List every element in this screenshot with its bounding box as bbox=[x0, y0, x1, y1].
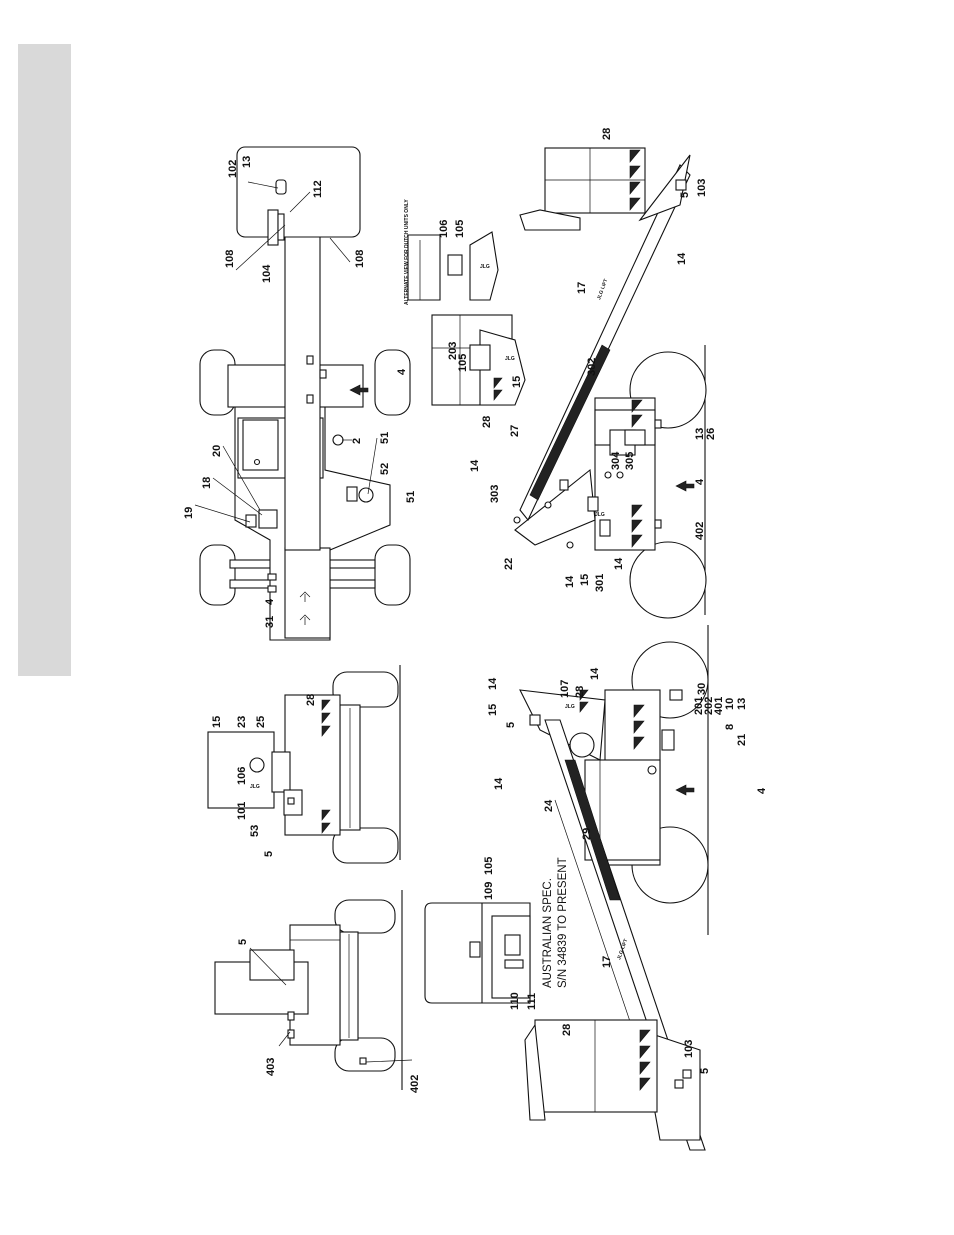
top-callout-19: 19 bbox=[183, 507, 195, 519]
side-right-callout-15: 15 bbox=[579, 574, 591, 586]
front-view bbox=[214, 890, 403, 1090]
aus-callout-110: 110 bbox=[509, 992, 521, 1010]
side-right-callout-14-upper: 14 bbox=[469, 459, 481, 472]
side-left-callout-14-mid: 14 bbox=[589, 667, 601, 680]
aus-callout-111: 111 bbox=[526, 993, 538, 1010]
side-right-callout-26: 26 bbox=[705, 428, 717, 440]
dutch-jlg-logo: JLG bbox=[480, 264, 490, 270]
australian-spec-line2: S/N 34839 TO PRESENT bbox=[557, 857, 569, 988]
side-left-callout-24: 24 bbox=[543, 799, 555, 812]
side-right-callout-13: 13 bbox=[694, 428, 706, 440]
side-left-callout-28: 28 bbox=[574, 686, 586, 698]
top-callout-31: 31 bbox=[264, 616, 276, 628]
side-left-callout-17: 17 bbox=[601, 956, 613, 968]
top-callout-108-right: 108 bbox=[354, 250, 366, 268]
side-left-jlg-logo: JLG bbox=[565, 704, 575, 710]
inset-callout-203: 203 bbox=[447, 342, 459, 360]
side-left-callout-14-top: 14 bbox=[487, 677, 499, 690]
top-callout-2: 2 bbox=[351, 438, 363, 444]
side-left-callout-21: 21 bbox=[736, 734, 748, 746]
side-right-callout-305: 305 bbox=[624, 452, 636, 470]
inset-callout-106: 106 bbox=[438, 220, 450, 238]
side-left-callout-14-left: 14 bbox=[493, 777, 505, 790]
side-right-callout-4: 4 bbox=[694, 478, 706, 485]
rear-callout-101: 101 bbox=[236, 802, 248, 820]
platform-inset-view: JLG bbox=[431, 314, 526, 406]
front-callout-5: 5 bbox=[237, 939, 249, 945]
front-callout-403: 403 bbox=[265, 1058, 277, 1076]
dutch-alternate-view: JLG bbox=[407, 231, 499, 301]
side-left-callout-15: 15 bbox=[487, 704, 499, 716]
side-right-jlg-logo: JLG bbox=[595, 512, 605, 518]
inset-callout-105: 105 bbox=[457, 354, 469, 372]
australian-spec-line1: AUSTRALIAN SPEC. bbox=[542, 878, 554, 988]
side-left-callout-13: 13 bbox=[736, 698, 748, 710]
side-right-callout-28: 28 bbox=[601, 128, 613, 140]
inset-jlg-logo: JLG bbox=[505, 356, 515, 362]
rear-callout-5: 5 bbox=[263, 851, 275, 857]
side-right-callout-5: 5 bbox=[679, 192, 691, 198]
top-callout-102: 102 bbox=[227, 160, 239, 178]
side-left-callout-401: 401 bbox=[713, 697, 725, 715]
rear-jlg-logo: JLG bbox=[250, 784, 260, 790]
aus-callout-105: 105 bbox=[483, 857, 495, 875]
side-left-callout-4: 4 bbox=[756, 787, 768, 794]
side-left-callout-30: 30 bbox=[696, 683, 708, 695]
rear-callout-25: 25 bbox=[255, 716, 267, 728]
side-left-callout-107: 107 bbox=[559, 680, 571, 698]
side-right-callout-402: 402 bbox=[694, 522, 706, 540]
side-right-callout-27: 27 bbox=[509, 425, 521, 437]
top-callout-112: 112 bbox=[312, 180, 324, 198]
top-callout-18: 18 bbox=[201, 477, 213, 489]
side-left-callout-10: 10 bbox=[724, 698, 736, 710]
top-callout-51-lower: 51 bbox=[405, 491, 417, 503]
top-callout-4-right: 4 bbox=[396, 368, 408, 375]
top-callout-104: 104 bbox=[261, 264, 273, 283]
front-callout-402: 402 bbox=[409, 1075, 421, 1093]
top-callout-51-upper: 51 bbox=[379, 432, 391, 444]
inset-callout-105-dutch: 105 bbox=[454, 220, 466, 238]
rear-callout-53: 53 bbox=[249, 825, 261, 837]
side-left-callout-28-platform: 28 bbox=[561, 1024, 573, 1036]
side-right-callout-14-boom: 14 bbox=[676, 252, 688, 265]
side-tab bbox=[18, 44, 71, 676]
top-callout-20: 20 bbox=[211, 445, 223, 457]
side-right-callout-303: 303 bbox=[489, 485, 501, 503]
side-right-callout-14-bottom: 14 bbox=[613, 557, 625, 570]
side-left-callout-8: 8 bbox=[724, 724, 736, 730]
top-view bbox=[199, 146, 411, 641]
rear-view: JLG bbox=[207, 665, 401, 864]
side-right-boom-logo: JLG LIFT bbox=[596, 278, 609, 300]
inset-callout-28: 28 bbox=[481, 416, 493, 428]
top-callout-108-left: 108 bbox=[224, 250, 236, 268]
rear-callout-106: 106 bbox=[236, 767, 248, 785]
side-left-callout-103: 103 bbox=[683, 1040, 695, 1058]
side-left-callout-5: 5 bbox=[505, 722, 517, 728]
side-left-callout-201: 201 bbox=[693, 697, 705, 715]
side-right-callout-301: 301 bbox=[594, 574, 606, 592]
side-left-callout-29: 29 bbox=[581, 828, 593, 840]
rear-callout-23: 23 bbox=[236, 716, 248, 728]
top-callout-13: 13 bbox=[241, 156, 253, 168]
rear-callout-15: 15 bbox=[211, 716, 223, 728]
side-right-callout-22: 22 bbox=[503, 558, 515, 570]
side-right-callout-14-lower: 14 bbox=[564, 575, 576, 588]
side-left-callout-202: 202 bbox=[703, 697, 715, 715]
side-right-callout-103: 103 bbox=[696, 179, 708, 197]
side-right-callout-17: 17 bbox=[576, 282, 588, 294]
side-view-left: JLG JLG LIFT bbox=[519, 625, 709, 1151]
top-callout-52: 52 bbox=[379, 463, 391, 475]
inset-callout-15: 15 bbox=[511, 376, 523, 388]
alternate-view-note: ALTERNATE VIEW FOR DUTCH UNITS ONLY bbox=[404, 199, 410, 305]
side-right-callout-302: 302 bbox=[586, 358, 598, 376]
australian-platform bbox=[424, 902, 531, 1004]
rear-callout-28: 28 bbox=[305, 694, 317, 706]
side-right-callout-304: 304 bbox=[610, 451, 622, 470]
aus-callout-109: 109 bbox=[483, 882, 495, 900]
side-left-callout-5-platform: 5 bbox=[699, 1068, 711, 1074]
side-view-right: JLG LIFT JLG bbox=[513, 147, 707, 619]
top-callout-4-left: 4 bbox=[264, 598, 276, 605]
